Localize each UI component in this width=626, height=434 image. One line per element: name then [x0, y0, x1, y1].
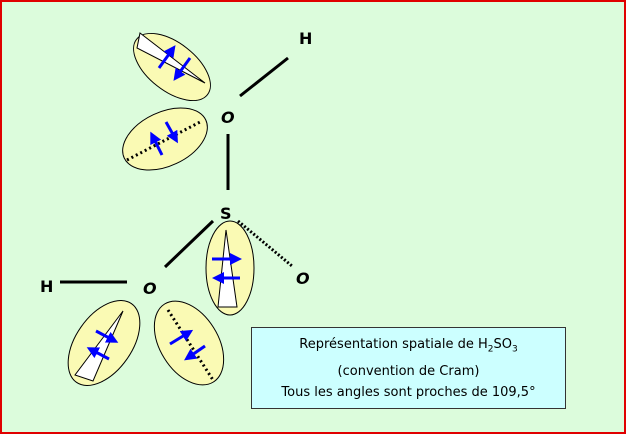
atom-o-left: O [143, 279, 157, 298]
bond-o-h-top [239, 56, 289, 98]
caption-line-1: Représentation spatiale de H2SO3 [252, 334, 565, 361]
atom-s: S [220, 204, 232, 223]
atom-o-top: O [221, 108, 235, 127]
subscript: 2 [487, 344, 494, 355]
caption-line-3: Tous les angles sont proches de 109,5° [281, 384, 536, 400]
caption-text: Représentation spatiale de H [299, 337, 488, 352]
bond-s-o-left [163, 219, 215, 269]
lone-pair-lobe-1 [133, 32, 211, 102]
atom-o-right: O [296, 269, 310, 288]
lone-pair-lobe-5 [153, 300, 225, 386]
subscript: 3 [511, 344, 518, 355]
lone-pair-lobe-2 [122, 107, 208, 171]
caption-text: SO [493, 337, 512, 352]
lone-pair-lobe-4 [67, 300, 141, 386]
caption-box: Représentation spatiale de H2SO3 (conven… [251, 327, 566, 409]
atom-h-left: H [40, 277, 53, 296]
atom-h-top: H [299, 29, 312, 48]
lone-pair-lobe-3 [205, 220, 255, 316]
caption-line-2: (convention de Cram) [337, 363, 480, 379]
